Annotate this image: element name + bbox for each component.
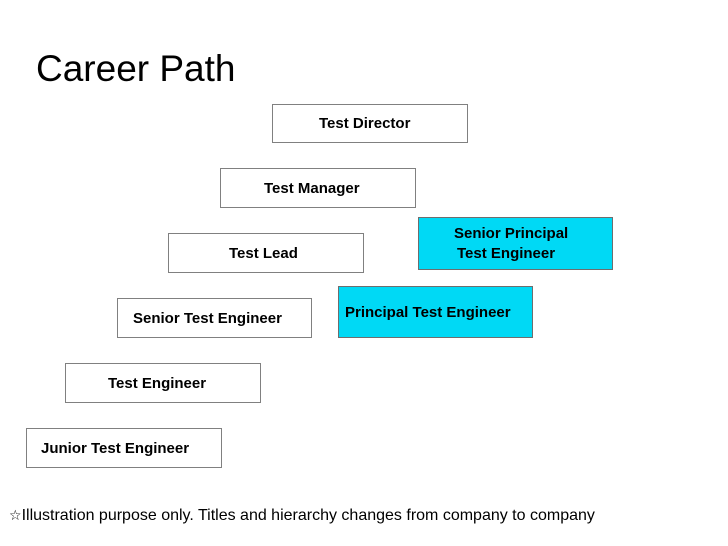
- star-icon: ☆: [9, 508, 22, 524]
- box-senior-principal-test-engineer: Senior Principal Test Engineer: [418, 217, 613, 270]
- footnote: ☆Illustration purpose only. Titles and h…: [9, 506, 595, 526]
- label-senior-principal-line1: Senior Principal: [454, 225, 569, 242]
- box-test-engineer: Test Engineer: [65, 363, 261, 403]
- label-junior-test-engineer: Junior Test Engineer: [41, 440, 190, 457]
- box-principal-test-engineer: Principal Test Engineer: [338, 286, 533, 338]
- label-test-engineer: Test Engineer: [108, 375, 207, 392]
- box-test-manager: Test Manager: [220, 168, 416, 208]
- slide-title: Career Path: [36, 48, 236, 89]
- label-test-manager: Test Manager: [264, 180, 360, 197]
- label-senior-principal-line2: Test Engineer: [457, 245, 556, 262]
- box-test-lead: Test Lead: [168, 233, 364, 273]
- footnote-text: Illustration purpose only. Titles and hi…: [21, 507, 595, 524]
- label-test-director: Test Director: [319, 115, 411, 132]
- label-test-lead: Test Lead: [229, 245, 298, 262]
- label-senior-test-engineer: Senior Test Engineer: [133, 310, 282, 327]
- label-principal-test-engineer: Principal Test Engineer: [345, 304, 511, 321]
- box-junior-test-engineer: Junior Test Engineer: [26, 428, 222, 468]
- box-test-director: Test Director: [272, 104, 468, 143]
- box-senior-test-engineer: Senior Test Engineer: [117, 298, 312, 338]
